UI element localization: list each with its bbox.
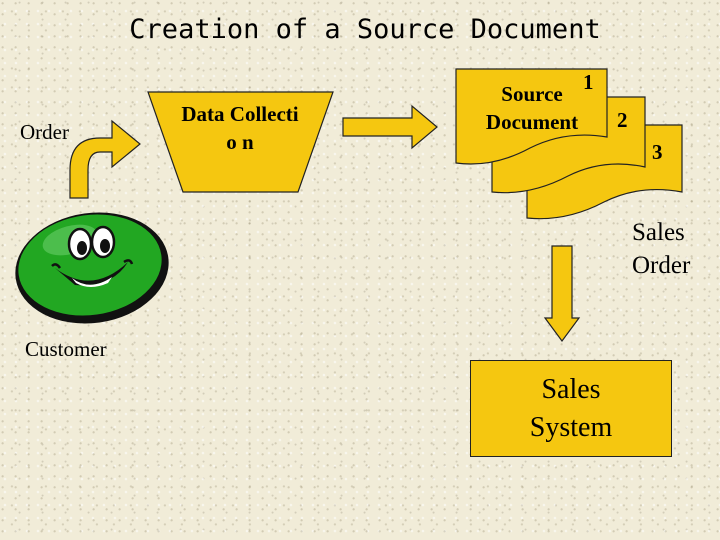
sales-system-label: Sales System	[529, 373, 613, 443]
source-document-label: Source Document	[485, 82, 579, 134]
sales-order-label: Sales Order	[632, 219, 691, 279]
customer-face-icon	[15, 212, 169, 324]
order-label: Order	[20, 120, 69, 144]
page-number-2: 2	[617, 108, 628, 132]
page-number-1: 1	[583, 70, 594, 94]
data-collection-label: Data Collectio n	[181, 102, 299, 154]
order-curved-arrow	[69, 119, 141, 199]
customer-label: Customer	[25, 337, 107, 361]
document-page-1	[455, 68, 608, 165]
to-sales-system-arrow	[543, 245, 581, 343]
sales-system-box: Sales System	[470, 360, 672, 457]
to-source-arrow	[342, 104, 438, 150]
page-title: Creation of a Source Document	[129, 14, 601, 45]
page-number-3: 3	[652, 140, 663, 164]
data-collection-shape	[147, 91, 334, 193]
